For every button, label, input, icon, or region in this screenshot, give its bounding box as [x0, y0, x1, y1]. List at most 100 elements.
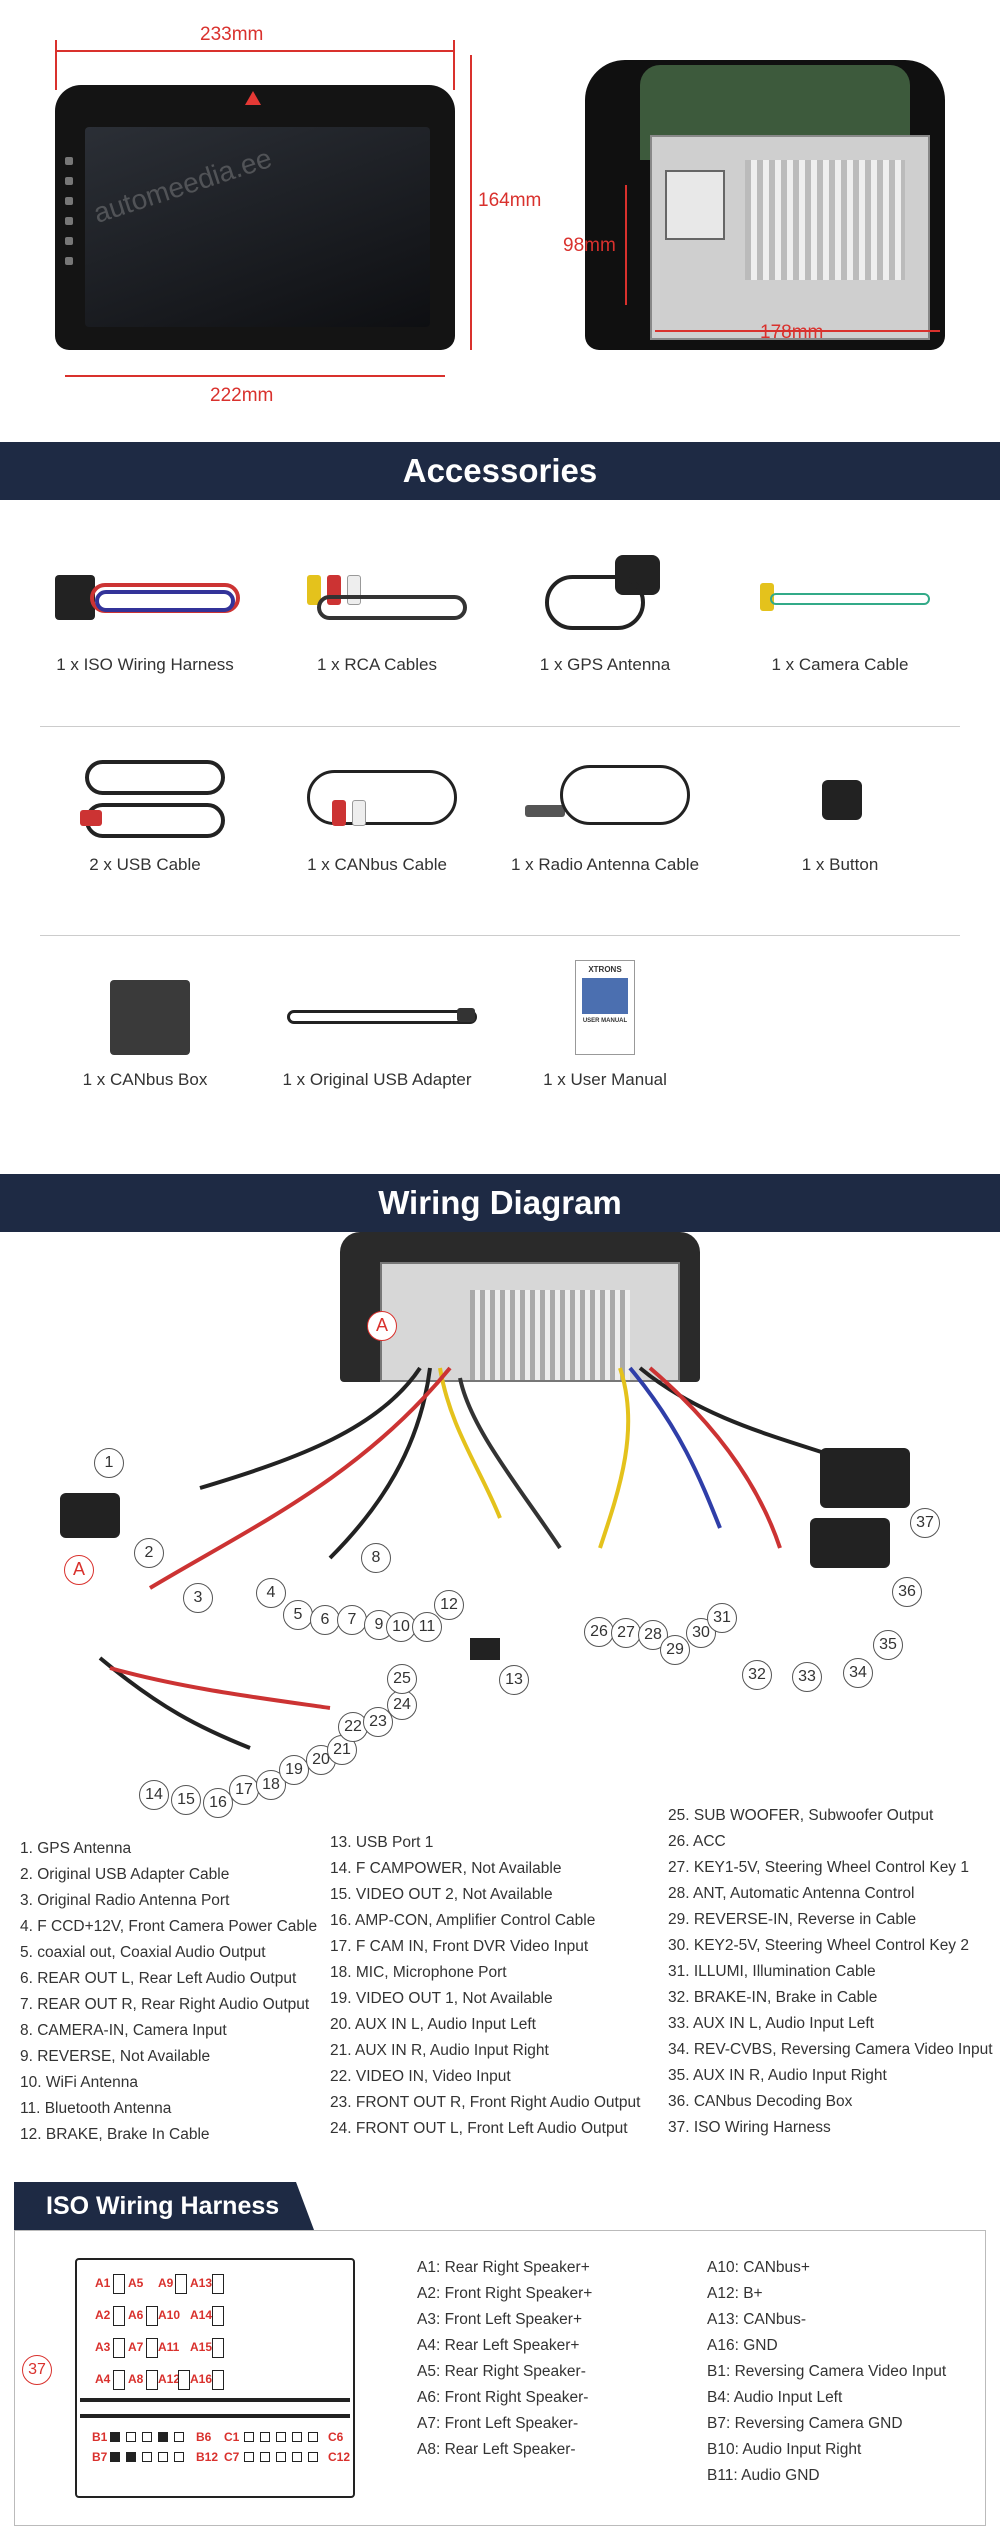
- canbus-cable-icon: [277, 755, 477, 845]
- legend-item: 24. FRONT OUT L, Front Left Audio Output: [330, 2120, 628, 2137]
- legend-item: 14. F CAMPOWER, Not Available: [330, 1860, 562, 1877]
- wiring-unit-heatsink: [470, 1290, 630, 1380]
- wiring-callout: 14: [139, 1780, 169, 1810]
- pin-label: A14: [190, 2308, 213, 2322]
- iso-pin-item: A5: Rear Right Speaker-: [417, 2363, 586, 2380]
- back-width-line: [655, 330, 940, 332]
- canbus-box-icon: [45, 970, 245, 1060]
- pin-label: A3: [95, 2340, 111, 2354]
- pin-box: [212, 2306, 224, 2326]
- front-bottom-width-line: [65, 375, 445, 377]
- iso-harness-icon: [45, 555, 245, 645]
- front-bottom-width-label: 222mm: [210, 385, 274, 406]
- accessory-separator: [40, 726, 960, 727]
- gps-antenna-icon: [505, 555, 705, 645]
- accessory-separator: [40, 935, 960, 936]
- button-icon: [740, 755, 940, 845]
- accessory-canbus-box: 1 x CANbus Box: [30, 970, 260, 1090]
- pin-box: [146, 2306, 158, 2326]
- legend-item: 3. Original Radio Antenna Port: [20, 1892, 230, 1909]
- pin-square: [174, 2432, 184, 2442]
- pin-square: [292, 2452, 302, 2462]
- iso-pin-item: A12: B+: [707, 2285, 763, 2302]
- wiring-callout: 33: [792, 1662, 822, 1692]
- accessory-rca-cables: 1 x RCA Cables: [262, 555, 492, 675]
- back-width-label: 178mm: [760, 322, 824, 343]
- iso-harness-frame: [14, 2230, 986, 2526]
- wiring-marker-a: A: [367, 1311, 397, 1341]
- wiring-callout: 34: [843, 1658, 873, 1688]
- accessory-label: 1 x CANbus Box: [82, 1070, 208, 1089]
- iso-pin-item: A3: Front Left Speaker+: [417, 2311, 582, 2328]
- wiring-callout: 2: [134, 1538, 164, 1568]
- front-width-tick-left: [55, 40, 57, 90]
- wiring-callout: 37: [910, 1508, 940, 1538]
- legend-item: 7. REAR OUT R, Rear Right Audio Output: [20, 1996, 310, 2013]
- front-unit-image: [55, 85, 455, 350]
- wiring-callout: 10: [386, 1612, 416, 1642]
- pin-box: [146, 2370, 158, 2390]
- wiring-callout: 19: [279, 1755, 309, 1785]
- usb-cable-icon: [45, 755, 245, 845]
- pin-label: A13: [190, 2276, 213, 2290]
- wiring-callout: 7: [337, 1605, 367, 1635]
- accessory-usb-cable: 2 x USB Cable: [30, 755, 260, 875]
- wiring-callout: 25: [387, 1664, 417, 1694]
- legend-item: 2. Original USB Adapter Cable: [20, 1866, 230, 1883]
- pin-label: A6: [128, 2308, 144, 2322]
- legend-item: 29. REVERSE-IN, Reverse in Cable: [668, 1911, 917, 1928]
- legend-item: 15. VIDEO OUT 2, Not Available: [330, 1886, 553, 1903]
- wiring-callout: 23: [363, 1707, 393, 1737]
- pin-label: A11: [158, 2340, 180, 2354]
- accessories-banner: Accessories: [0, 442, 1000, 500]
- legend-item: 4. F CCD+12V, Front Camera Power Cable: [20, 1918, 318, 1935]
- accessory-user-manual: XTRONS USER MANUAL 1 x User Manual: [490, 960, 720, 1090]
- pin-square: [292, 2432, 302, 2442]
- pin-square: [276, 2452, 286, 2462]
- pin-box: [113, 2274, 125, 2294]
- pin-box: [146, 2338, 158, 2358]
- legend-item: 10. WiFi Antenna: [20, 2074, 139, 2091]
- iso-pins-col2: A10: CANbus+ A12: B+ A13: CANbus- A16: G…: [707, 2255, 946, 2489]
- pin-box: [212, 2338, 224, 2358]
- front-width-label: 233mm: [200, 24, 264, 45]
- accessory-gps-antenna: 1 x GPS Antenna: [490, 555, 720, 675]
- iso-pin-item: A2: Front Right Speaker+: [417, 2285, 593, 2302]
- legend-item: 34. REV-CVBS, Reversing Camera Video Inp…: [668, 2041, 993, 2058]
- back-depth-line: [625, 185, 627, 305]
- front-height-line: [470, 55, 472, 350]
- accessory-label: 1 x CANbus Cable: [307, 855, 447, 874]
- pin-box: [178, 2370, 190, 2390]
- legend-item: 8. CAMERA-IN, Camera Input: [20, 2022, 227, 2039]
- connector-divider: [80, 2398, 350, 2402]
- front-height-label: 164mm: [478, 190, 542, 211]
- wiring-cables: [60, 1366, 910, 1750]
- accessory-label: 1 x Radio Antenna Cable: [510, 855, 700, 874]
- wiring-callout: 20: [306, 1745, 336, 1775]
- iso-harness-tab: ISO Wiring Harness: [14, 2182, 314, 2230]
- wiring-callout: 17: [229, 1775, 259, 1805]
- front-width-line: [55, 50, 455, 52]
- accessory-label: 1 x User Manual: [543, 1070, 667, 1089]
- iso-pin-item: A8: Rear Left Speaker-: [417, 2441, 576, 2458]
- pin-square: [158, 2432, 168, 2442]
- pin-label: C1: [224, 2430, 240, 2444]
- back-heatsink: [745, 160, 905, 280]
- pin-label: A7: [128, 2340, 144, 2354]
- pin-label: A2: [95, 2308, 111, 2322]
- legend-item: 31. ILLUMI, Illumination Cable: [668, 1963, 876, 1980]
- radio-antenna-cable-icon: [505, 755, 705, 845]
- accessory-canbus-cable: 1 x CANbus Cable: [262, 755, 492, 875]
- iso-pin-item: B1: Reversing Camera Video Input: [707, 2363, 947, 2380]
- pin-square: [244, 2432, 254, 2442]
- wiring-marker-a: A: [64, 1555, 94, 1585]
- legend-item: 25. SUB WOOFER, Subwoofer Output: [668, 1807, 934, 1824]
- iso-pin-item: A7: Front Left Speaker-: [417, 2415, 579, 2432]
- pin-label: A1: [95, 2276, 111, 2290]
- legend-item: 17. F CAM IN, Front DVR Video Input: [330, 1938, 589, 1955]
- legend-item: 12. BRAKE, Brake In Cable: [20, 2126, 210, 2143]
- pin-square: [126, 2452, 136, 2462]
- wiring-callout: 4: [256, 1578, 286, 1608]
- legend-item: 36. CANbus Decoding Box: [668, 2093, 853, 2110]
- pin-box: [113, 2370, 125, 2390]
